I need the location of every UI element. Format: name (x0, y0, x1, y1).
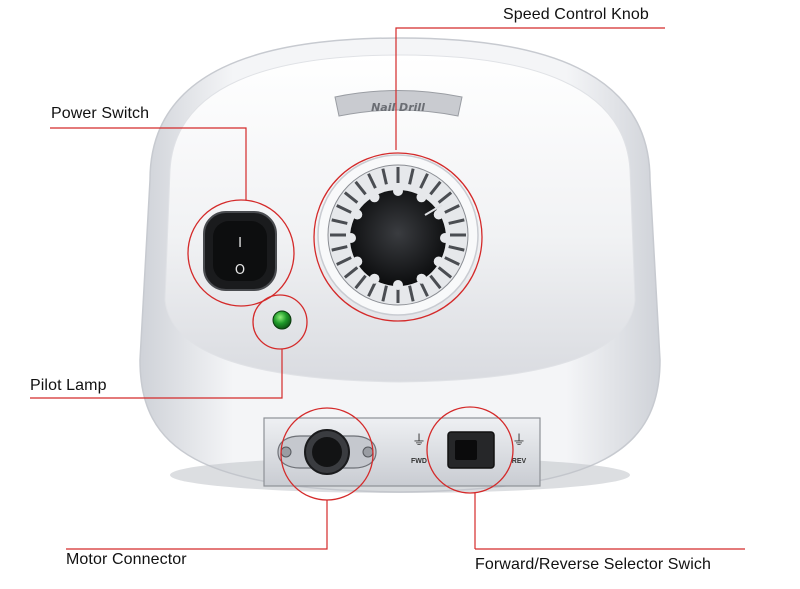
label-power-switch: Power Switch (51, 105, 150, 122)
knob-ridge (381, 285, 388, 302)
knob-ridge (331, 245, 348, 252)
knob-ridge (343, 266, 359, 279)
nail-drill-badge: Nail Drill (334, 90, 463, 117)
knob-notch (416, 273, 427, 284)
switch-on-symbol: I (238, 236, 242, 251)
knob-notch (416, 192, 427, 203)
speed-control-knob[interactable] (317, 154, 479, 316)
highlight-selector (426, 406, 514, 494)
knob-ridge (444, 256, 460, 266)
knob-ridge (354, 274, 367, 290)
knob-indicator (424, 204, 443, 216)
label-forward-reverse-selector: Forward/Reverse Selector Swich (475, 556, 711, 573)
leader-motor (66, 500, 328, 550)
highlight-speed-knob (313, 152, 483, 322)
knob-ridge (448, 245, 465, 252)
callout-leaders (30, 27, 745, 550)
leader-power (50, 127, 247, 200)
knob-notch (433, 209, 444, 220)
knob-notch (433, 256, 444, 267)
knob-ridge (429, 180, 442, 196)
knob-ridge (381, 168, 388, 185)
highlight-pilot-lamp (252, 294, 308, 350)
knob-ridge (343, 191, 359, 204)
knob-ridge (331, 218, 348, 225)
highlight-power-switch (187, 199, 295, 307)
callout-highlights (187, 152, 514, 501)
knob-ridge (336, 204, 352, 214)
knob-notch (352, 209, 363, 220)
rev-label: REV (512, 458, 527, 465)
label-speed-control-knob: Speed Control Knob (503, 6, 649, 23)
knob-notch (393, 186, 403, 196)
knob-ridge (437, 191, 453, 204)
knob-notch (352, 256, 363, 267)
label-pilot-lamp: Pilot Lamp (30, 377, 107, 394)
knob-ridge (367, 281, 377, 297)
knob-notches (346, 186, 450, 290)
knob-ridge (408, 285, 415, 302)
knob-notch (369, 192, 380, 203)
knob-notch (346, 233, 356, 243)
leader-speed (395, 27, 665, 150)
knob-ridge (444, 204, 460, 214)
leader-pilot (30, 349, 283, 399)
knob-ridge (429, 274, 442, 290)
knob-ridge (419, 173, 429, 189)
forward-reverse-selector[interactable]: ⏚ FWD ⏚ REV (411, 431, 527, 469)
label-motor-connector: Motor Connector (66, 551, 187, 568)
knob-grip-ridges (330, 167, 466, 303)
switch-off-symbol: O (235, 263, 245, 278)
pilot-lamp (272, 310, 292, 330)
knob-ridge (367, 173, 377, 189)
power-switch[interactable]: I O (203, 211, 277, 291)
knob-notch (369, 273, 380, 284)
knob-ridge (408, 168, 415, 185)
knob-ridge (419, 281, 429, 297)
knob-ridge (336, 256, 352, 266)
motor-connector[interactable] (277, 429, 377, 475)
knob-ridge (437, 266, 453, 279)
knob-notch (440, 233, 450, 243)
badge-text: Nail Drill (371, 101, 425, 114)
knob-ridge (354, 180, 367, 196)
knob-ridge (448, 218, 465, 225)
fwd-label: FWD (411, 458, 427, 465)
knob-notch (393, 280, 403, 290)
fwd-arrow-icon: ⏚ (412, 432, 426, 448)
rev-arrow-icon: ⏚ (512, 432, 526, 448)
